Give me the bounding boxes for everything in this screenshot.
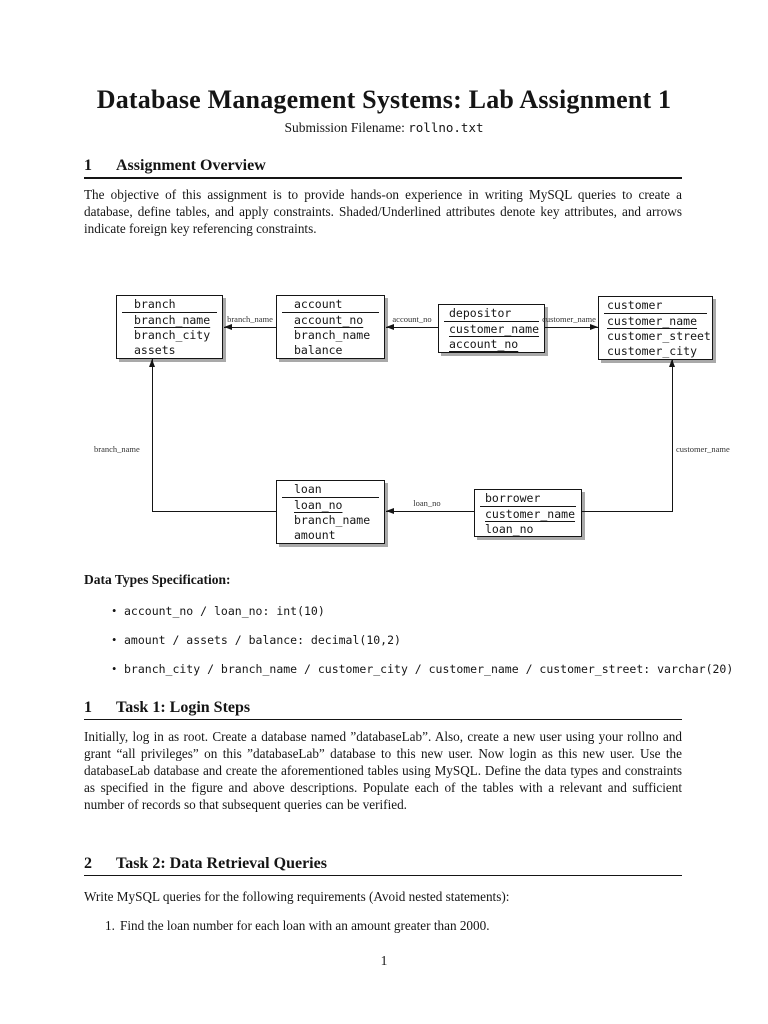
fk-line-borrower-loan <box>386 511 474 513</box>
data-types-heading: Data Types Specification: <box>84 572 231 587</box>
section-number: 1 <box>84 699 92 716</box>
section-heading-task2: 2 Task 2: Data Retrieval Queries <box>84 855 684 873</box>
entity-attr: account_no <box>294 313 364 327</box>
fk-line-borrower-customer-horizontal <box>582 511 673 513</box>
entity-attr: branch_city <box>134 327 211 342</box>
task1-paragraph: Initially, log in as root. Create a data… <box>84 729 682 813</box>
arrowhead-icon <box>590 324 598 330</box>
bullet-icon: • <box>112 604 117 618</box>
fk-label-branch-name: branch_name <box>227 314 273 324</box>
fk-line-depositor-customer <box>545 327 598 329</box>
section-number: 1 <box>84 157 92 174</box>
fk-label-account-no: account_no <box>392 314 432 324</box>
entity-box-borrower: borrower customer_name loan_no <box>474 489 582 537</box>
section-rule <box>84 718 682 721</box>
query-list-item: 1.Find the loan number for each loan wit… <box>105 918 490 933</box>
fk-label-branch-name-left: branch_name <box>94 444 140 454</box>
entity-attr: customer_name <box>485 507 576 521</box>
arrowhead-icon <box>669 359 675 367</box>
entity-title: depositor <box>444 306 539 322</box>
entity-title: branch <box>122 297 217 313</box>
fk-line-account-branch <box>224 327 276 329</box>
entity-box-account: account account_no branch_name balance <box>276 295 385 359</box>
data-type-item: •account_no / loan_no: int(10) <box>112 604 325 618</box>
section-heading-task1: 1 Task 1: Login Steps <box>84 699 684 717</box>
data-type-item: •amount / assets / balance: decimal(10,2… <box>112 633 401 647</box>
entity-title: borrower <box>480 491 576 507</box>
bullet-icon: • <box>112 633 117 647</box>
list-item-number: 1. <box>105 918 115 933</box>
entity-box-branch: branch branch_name branch_city assets <box>116 295 223 359</box>
entity-attr: customer_name <box>607 314 698 328</box>
bullet-icon: • <box>112 662 117 676</box>
section-title: Task 1: Login Steps <box>116 699 251 716</box>
entity-box-depositor: depositor customer_name account_no <box>438 304 545 353</box>
fk-line-depositor-account <box>386 327 438 329</box>
entity-attr: customer_name <box>449 322 540 336</box>
arrowhead-icon <box>148 359 155 367</box>
fk-line-loan-branch-vertical <box>151 359 153 512</box>
arrowhead-icon <box>386 324 394 330</box>
section-rule <box>84 177 682 179</box>
overview-paragraph: The objective of this assignment is to p… <box>84 187 682 237</box>
page-title: Database Management Systems: Lab Assignm… <box>96 85 672 114</box>
arrowhead-icon <box>386 508 394 514</box>
entity-attr: branch_name <box>294 327 371 342</box>
entity-attr: amount <box>294 527 336 542</box>
entity-attr: balance <box>294 342 343 357</box>
fk-line-borrower-customer-vertical <box>672 359 674 512</box>
fk-label-loan-no: loan_no <box>413 498 441 508</box>
entity-attr: branch_name <box>134 313 211 327</box>
subtitle-label: Submission Filename: <box>284 120 409 135</box>
section-title: Assignment Overview <box>116 157 266 174</box>
submission-filename-line: Submission Filename: rollno.txt <box>0 120 768 136</box>
section-heading-overview: 1 Assignment Overview <box>84 157 684 175</box>
entity-title: loan <box>282 482 379 498</box>
page-number: 1 <box>380 953 388 968</box>
section-title: Task 2: Data Retrieval Queries <box>116 855 327 872</box>
entity-attr: customer_city <box>607 343 698 358</box>
task2-paragraph: Write MySQL queries for the following re… <box>84 889 510 904</box>
arrowhead-icon <box>224 324 232 330</box>
entity-attr: loan_no <box>294 498 343 512</box>
section-number: 2 <box>84 855 92 872</box>
entity-title: customer <box>604 298 707 314</box>
entity-attr: assets <box>134 342 176 357</box>
fk-label-customer-name-right: customer_name <box>676 444 730 454</box>
entity-title: account <box>282 297 379 313</box>
fk-label-customer-name: customer_name <box>542 314 596 324</box>
data-type-item: •branch_city / branch_name / customer_ci… <box>112 662 734 676</box>
section-rule <box>84 874 682 877</box>
entity-attr: customer_street <box>607 328 711 343</box>
fk-line-loan-branch-horizontal <box>151 511 277 513</box>
entity-box-customer: customer customer_name customer_street c… <box>598 296 713 360</box>
entity-attr: branch_name <box>294 512 371 527</box>
entity-box-loan: loan loan_no branch_name amount <box>276 480 385 544</box>
entity-attr: account_no <box>449 336 519 351</box>
subtitle-filename: rollno.txt <box>408 120 484 135</box>
entity-attr: loan_no <box>485 521 534 536</box>
